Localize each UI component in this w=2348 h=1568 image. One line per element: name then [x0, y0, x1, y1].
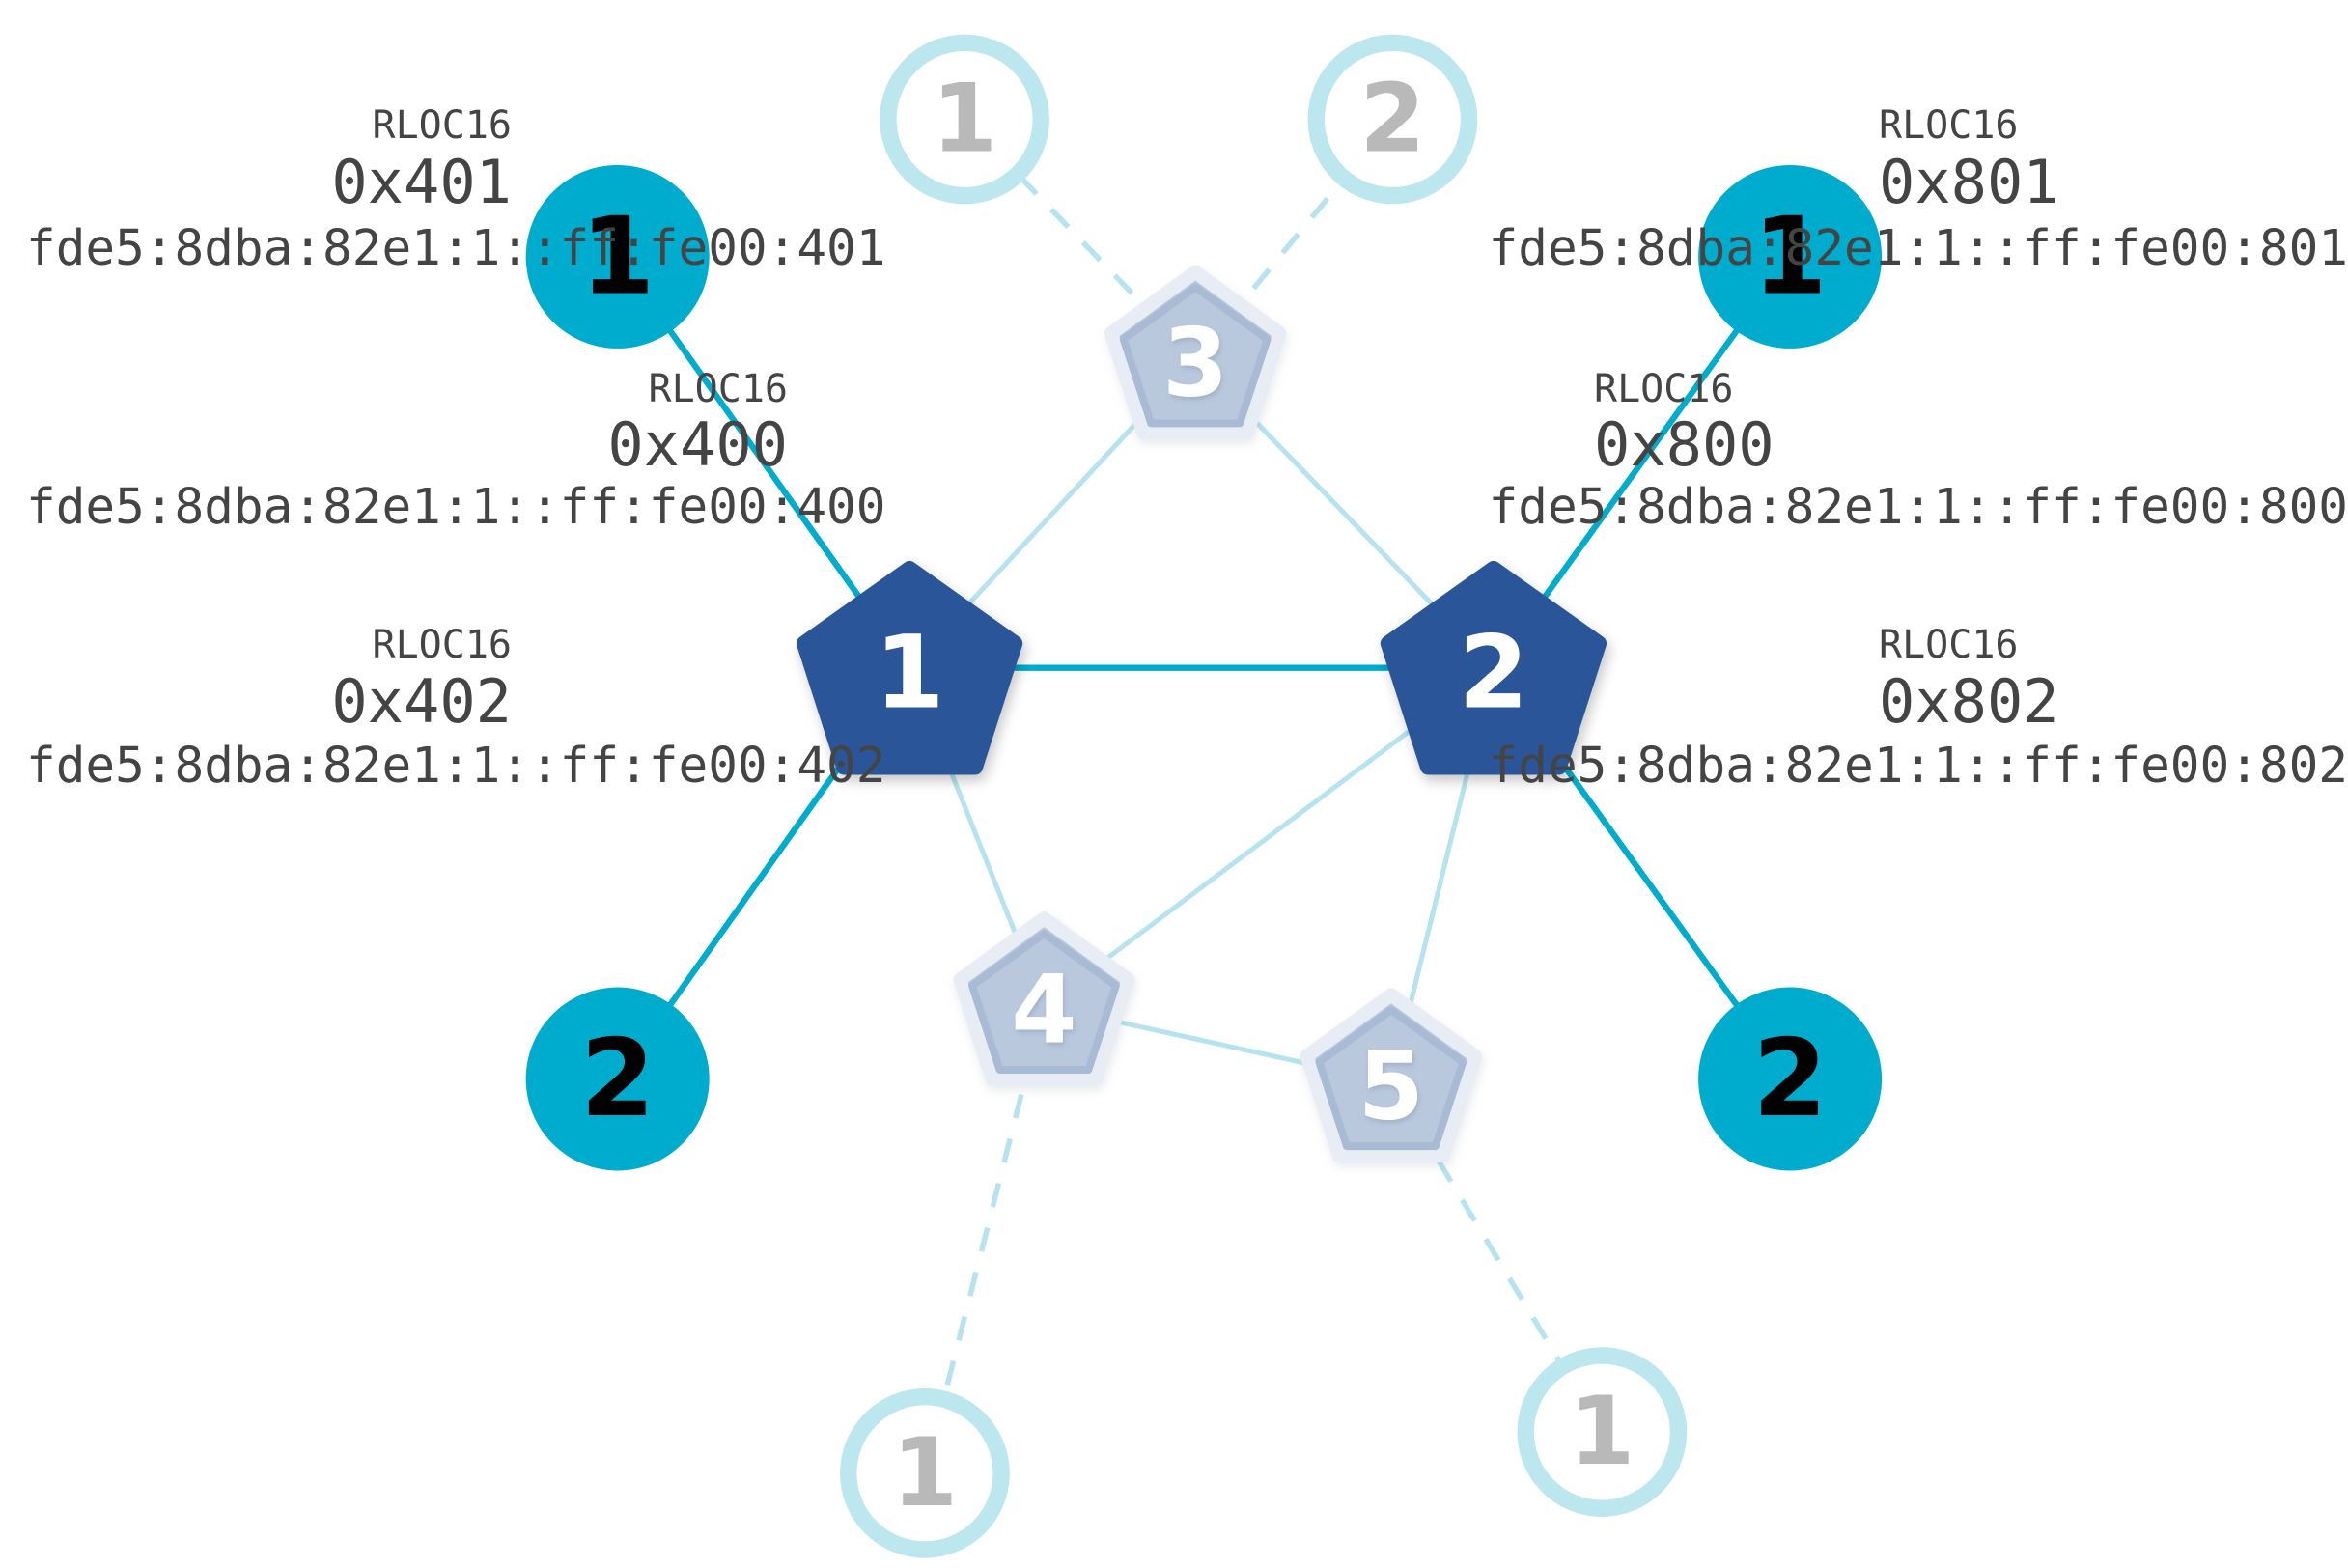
router-800-ipv6: fde5:8dba:82e1:1::ff:fe00:800: [1488, 479, 2348, 536]
child-802-rloc16-label: RLOC16: [1879, 623, 2019, 667]
router-800-rloc16-value: 0x800: [1594, 409, 1775, 480]
router-400-rloc16-value: 0x400: [607, 409, 788, 480]
faded-router-4[interactable]: 4: [953, 911, 1135, 1086]
child-node-801[interactable]: 1: [1698, 164, 1883, 349]
child-801-ipv6: fde5:8dba:82e1:1::ff:fe00:801: [1488, 220, 2348, 277]
child-node-401[interactable]: 1: [525, 164, 710, 349]
child-node-802-number: 2: [1753, 1017, 1828, 1141]
router-node-800-number: 2: [1459, 613, 1529, 731]
faded-child-nodes: 1 2 1 1: [840, 34, 1688, 1558]
router-node-800[interactable]: 2: [1380, 560, 1607, 775]
child-node-802[interactable]: 2: [1698, 987, 1883, 1171]
child-402-ipv6: fde5:8dba:82e1:1::ff:fe00:402: [26, 738, 886, 795]
child-801-rloc16-value: 0x801: [1879, 147, 2059, 217]
router-node-400-number: 1: [875, 613, 945, 731]
faded-child-c[interactable]: 1: [840, 1388, 1010, 1558]
child-node-401-number: 1: [580, 194, 655, 319]
router-400-rloc16-label: RLOC16: [648, 367, 789, 411]
child-402-rloc16-value: 0x402: [331, 666, 512, 737]
child-nodes: 1 1 2 2: [525, 164, 1883, 1171]
faded-child-b[interactable]: 2: [1307, 34, 1478, 205]
faded-router-3-number: 3: [1162, 309, 1228, 419]
faded-router-5-number: 5: [1358, 1031, 1424, 1141]
faded-child-a[interactable]: 1: [880, 34, 1049, 205]
child-801-rloc16-label: RLOC16: [1879, 103, 2019, 148]
faded-child-d-number: 1: [1569, 1377, 1635, 1487]
faded-child-c-number: 1: [892, 1418, 958, 1528]
faded-router-4-number: 4: [1011, 955, 1076, 1065]
child-401-rloc16-label: RLOC16: [372, 103, 513, 148]
link-faded4-fadedchild-c: [922, 1004, 1048, 1474]
child-402-rloc16-label: RLOC16: [372, 623, 513, 667]
router-400-ipv6: fde5:8dba:82e1:1::ff:fe00:400: [26, 479, 886, 536]
child-node-402-number: 2: [580, 1017, 655, 1141]
faded-child-b-number: 2: [1359, 64, 1425, 174]
child-802-ipv6: fde5:8dba:82e1:1::ff:fe00:802: [1488, 738, 2348, 795]
router-nodes: 1 2: [796, 560, 1607, 775]
child-401-ipv6: fde5:8dba:82e1:1::ff:fe00:401: [26, 220, 886, 277]
faded-child-d[interactable]: 1: [1517, 1347, 1688, 1517]
faded-router-nodes: 3 4 5: [953, 265, 1483, 1162]
router-node-400[interactable]: 1: [796, 560, 1023, 775]
child-node-402[interactable]: 2: [525, 987, 710, 1171]
faded-router-3[interactable]: 3: [1104, 265, 1287, 440]
faded-router-5[interactable]: 5: [1300, 988, 1483, 1162]
child-401-rloc16-value: 0x401: [331, 147, 512, 217]
router-800-rloc16-label: RLOC16: [1594, 367, 1734, 411]
faded-child-a-number: 1: [932, 64, 997, 174]
child-node-801-number: 1: [1753, 194, 1828, 319]
child-802-rloc16-value: 0x802: [1879, 666, 2059, 737]
